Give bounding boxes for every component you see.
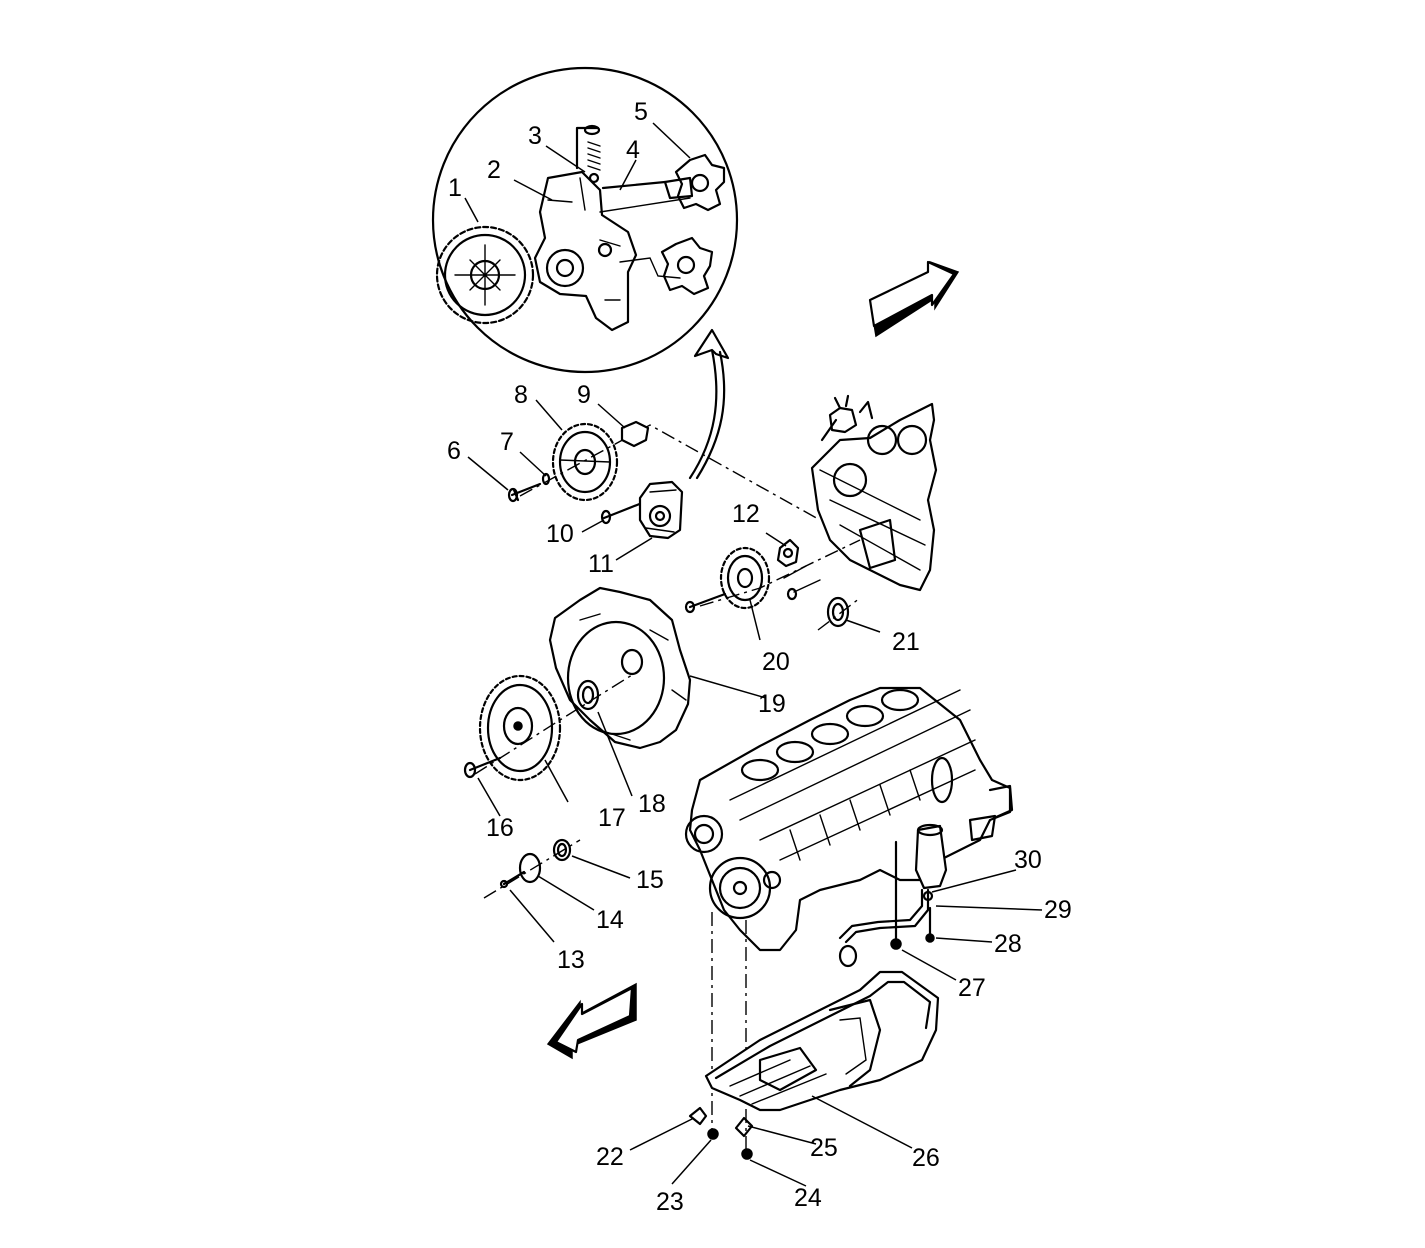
callout-22: 22	[596, 1143, 624, 1171]
callout-4: 4	[626, 136, 640, 164]
callout-26: 26	[912, 1144, 940, 1172]
callout-21: 21	[892, 628, 920, 656]
callout-3: 3	[528, 122, 542, 150]
callout-11: 11	[588, 550, 614, 578]
pump-rotor-lower	[619, 236, 714, 296]
callout-25: 25	[810, 1134, 838, 1162]
callout-17: 17	[598, 804, 626, 832]
detail-circle	[431, 66, 739, 374]
oil-pump-drive-gear	[435, 225, 535, 325]
callout-10: 10	[546, 520, 574, 548]
callout-14: 14	[596, 906, 624, 934]
pump-rotor-upper	[663, 153, 726, 212]
camshaft-drive-assembly	[467, 399, 821, 561]
callout-28: 28	[994, 930, 1022, 958]
engine-block	[684, 686, 1014, 952]
callout-24: 24	[794, 1184, 822, 1212]
crankshaft-pulley-hardware	[483, 838, 631, 943]
detail-reference-arrow	[688, 328, 730, 480]
front-cover-assembly	[463, 586, 767, 817]
callout-23: 23	[656, 1188, 684, 1216]
engine-block-front-section	[810, 394, 938, 592]
callout-1: 1	[448, 174, 462, 202]
callout-16: 16	[486, 814, 514, 842]
idler-gear-assembly	[684, 532, 881, 641]
oil-pickup-assembly	[838, 840, 1043, 981]
front-direction-arrow-upper	[868, 260, 960, 338]
callout-6: 6	[447, 437, 461, 465]
callout-7: 7	[500, 428, 514, 456]
callout-9: 9	[577, 381, 591, 409]
relief-valve-spring	[575, 124, 601, 184]
front-direction-arrow-lower	[546, 982, 637, 1060]
callout-19: 19	[758, 690, 786, 718]
callout-18: 18	[638, 790, 666, 818]
callout-12: 12	[732, 500, 760, 528]
oil-pan-assembly	[629, 912, 940, 1187]
callout-15: 15	[636, 866, 664, 894]
callout-30: 30	[1014, 846, 1042, 874]
callout-27: 27	[958, 974, 986, 1002]
callout-13: 13	[557, 946, 585, 974]
oil-pump-detail-view	[431, 66, 739, 374]
callout-20: 20	[762, 648, 790, 676]
callout-5: 5	[634, 98, 648, 126]
pump-shaft	[601, 180, 667, 190]
shaft-axis	[599, 197, 691, 213]
callout-labels: 1 2 3 4 5 6 7 8 9 10 11 12 13 14 15 16 1…	[447, 98, 1072, 1216]
callout-8: 8	[514, 381, 528, 409]
oil-pump-body	[533, 170, 638, 332]
callout-2: 2	[487, 156, 501, 184]
callout-29: 29	[1044, 896, 1072, 924]
